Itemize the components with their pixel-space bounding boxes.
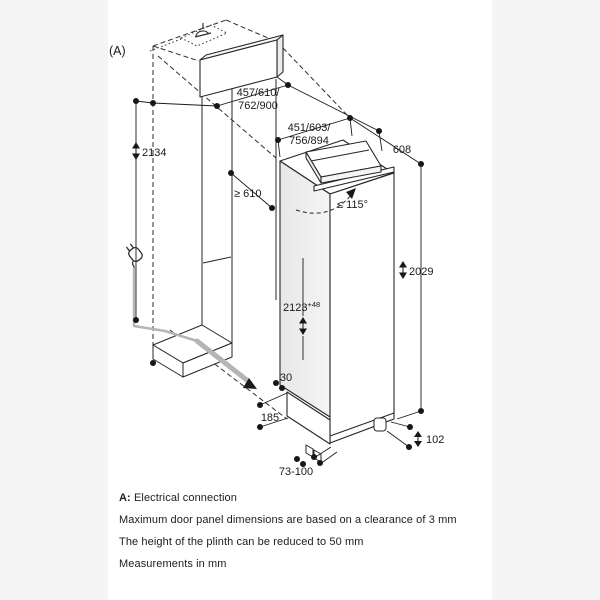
note-clearance: Maximum door panel dimensions are based … <box>119 514 457 526</box>
note-electrical-connection: A: Electrical connection <box>119 491 459 505</box>
unit-bottom-trim <box>329 412 395 437</box>
dim-install-height-label: 2123+48 <box>283 300 320 314</box>
dim-setback-label: 30 <box>280 372 292 384</box>
socket-icon <box>194 23 212 38</box>
niche-interior <box>201 79 277 343</box>
dimension-endpoints <box>133 82 424 467</box>
note-a-text: Electrical connection <box>133 492 237 504</box>
dim-appliance-height-label: 2029 <box>409 266 433 278</box>
door-panel <box>199 34 284 98</box>
dim-door-width-label-2: 756/894 <box>289 135 329 147</box>
dim-door-width-label-1: 451/603/ <box>288 122 332 134</box>
cable-route <box>132 266 251 384</box>
dim-foot-height-label: 102 <box>426 434 444 446</box>
note-units: Measurements in mm <box>119 558 227 570</box>
unit-plinth-recess <box>286 391 331 445</box>
note-plinth: The height of the plinth can be reduced … <box>119 536 364 548</box>
connection-a-label: (A) <box>109 44 126 58</box>
dim-plinth-range-label: 73-100 <box>279 466 313 478</box>
niche-base-platform <box>152 324 233 378</box>
cable-direction-arrow <box>243 378 257 389</box>
niche-dashed-outline <box>152 19 349 420</box>
dim-door-angle-label: ≤ 115° <box>337 199 368 211</box>
dim-niche-height-label: 2134 <box>142 147 166 159</box>
dim-plinth-recess-label: 185 <box>261 412 279 424</box>
dim-panel-width-label-2: 762/900 <box>238 100 278 112</box>
rear-foot <box>373 417 387 432</box>
dimension-arrows <box>132 142 422 447</box>
dim-niche-depth-label: ≥ 610 <box>234 188 261 200</box>
door-swing-arc <box>295 188 356 214</box>
appliance-unit <box>279 139 395 445</box>
hinge-cover <box>305 140 382 184</box>
dim-panel-width-label-1: 457/610/ <box>237 87 281 99</box>
electrical-connection-marker <box>149 24 229 52</box>
note-a-prefix: A: <box>119 492 131 504</box>
power-plug-icon <box>125 243 143 268</box>
dim-depth-label: 608 <box>393 144 411 156</box>
unit-side-face <box>329 172 395 444</box>
